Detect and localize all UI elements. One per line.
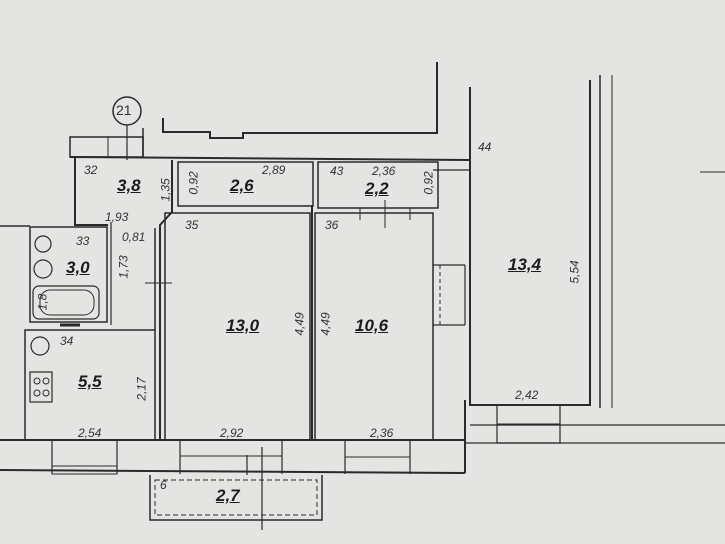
room-number-35: 35 — [185, 218, 199, 232]
dim-kitchen-width: 2,54 — [78, 426, 102, 440]
dim-hall-width: 1,93 — [105, 210, 129, 224]
dim-hall-height: 1,35 — [158, 178, 173, 202]
room-area-room-44: 13,4 — [508, 255, 542, 274]
dim-closet2-depth: 0,92 — [421, 171, 436, 195]
dim-closet1-depth: 0,92 — [186, 171, 201, 195]
dim-hall-passage: 0,81 — [122, 230, 146, 244]
room-area-closet-1: 2,6 — [230, 176, 254, 195]
room-area-kitchen: 5,5 — [78, 372, 102, 391]
dim-room36-width: 2,36 — [370, 426, 394, 440]
room-number-33: 33 — [76, 234, 90, 248]
room-number-36: 36 — [325, 218, 339, 232]
dim-hall-length: 1,73 — [116, 255, 131, 279]
dim-kitchen-depth: 2,17 — [134, 377, 149, 401]
room-number-34: 34 — [60, 334, 74, 348]
dim-room36-depth: 4,49 — [318, 312, 333, 336]
room-number-44: 44 — [478, 140, 492, 154]
dim-closet2-width: 2,36 — [372, 164, 396, 178]
building-outline — [162, 62, 438, 139]
room-area-hall: 3,8 — [117, 176, 141, 195]
dim-bath-length: 1,8 — [35, 293, 50, 311]
dim-room44-depth: 5,54 — [567, 260, 582, 284]
room-number-6: 6 — [160, 478, 167, 492]
room-area-room-35: 13,0 — [226, 316, 260, 335]
room-area-room-36: 10,6 — [355, 316, 389, 335]
dim-closet1-width: 2,89 — [262, 163, 286, 177]
dim-room35-depth: 4,49 — [292, 312, 307, 336]
room-area-balcony: 2,7 — [216, 486, 240, 505]
room-number-43: 43 — [330, 164, 344, 178]
room-area-closet-2: 2,2 — [365, 179, 389, 198]
room-number-32: 32 — [84, 163, 98, 177]
dim-room35-width: 2,92 — [220, 426, 244, 440]
dim-room44-width: 2,42 — [515, 388, 539, 402]
room-area-bathroom: 3,0 — [66, 258, 90, 277]
axis-marker-label: 21 — [116, 102, 132, 118]
